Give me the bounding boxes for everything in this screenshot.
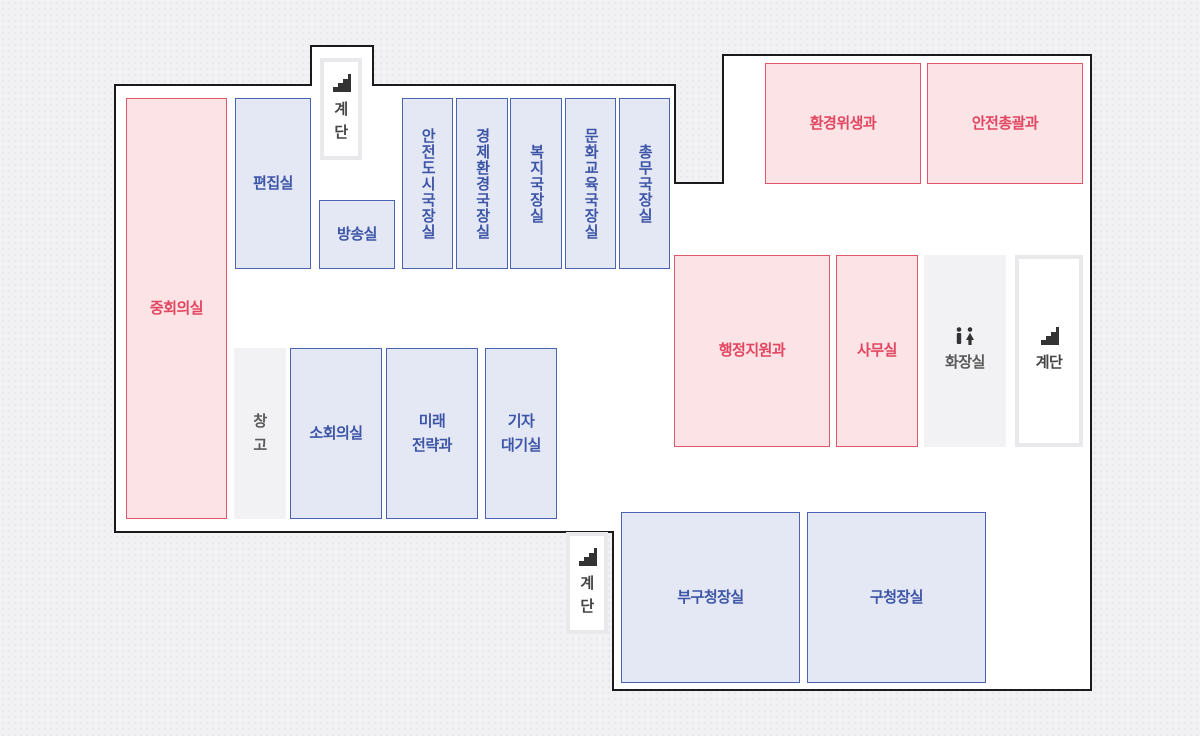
room-label: 구청장실: [869, 587, 924, 606]
stairs-icon: [1041, 327, 1059, 346]
room-label: 행정지원과: [718, 341, 786, 360]
room-label: 경제환경국장실: [473, 127, 492, 240]
room-label: 총무국장실: [636, 143, 655, 224]
room-safety-director[interactable]: 안전도시국장실: [402, 98, 453, 269]
room-safety-dept[interactable]: 안전총괄과: [927, 63, 1083, 184]
room-deputy-mayor[interactable]: 부구청장실: [621, 512, 800, 683]
room-environment-dept[interactable]: 환경위생과: [765, 63, 921, 184]
room-office[interactable]: 사무실: [836, 255, 918, 447]
room-admin-support[interactable]: 행정지원과: [674, 255, 830, 447]
room-storage[interactable]: 창 고: [234, 348, 286, 519]
stairs-bottom[interactable]: 계 단: [566, 532, 608, 634]
room-label: 복지국장실: [527, 143, 546, 224]
room-label: 계 단: [334, 99, 348, 141]
room-broadcast[interactable]: 방송실: [319, 200, 395, 269]
room-label: 창 고: [253, 412, 267, 454]
room-mayor[interactable]: 구청장실: [807, 512, 986, 683]
room-label: 계 단: [580, 573, 594, 615]
room-economy-director[interactable]: 경제환경국장실: [456, 98, 508, 269]
room-label: 문화교육국장실: [582, 127, 601, 240]
stairs-icon: [579, 547, 597, 566]
room-label: 중회의실: [149, 298, 204, 317]
room-general-director[interactable]: 총무국장실: [619, 98, 670, 269]
room-label: 화장실: [945, 353, 985, 372]
room-label: 방송실: [337, 224, 377, 243]
room-welfare-director[interactable]: 복지국장실: [510, 98, 562, 269]
room-label: 편집실: [253, 173, 293, 192]
stairs-icon: [333, 73, 351, 92]
room-conference-mid[interactable]: 중회의실: [126, 98, 227, 519]
room-label: 사무실: [857, 341, 897, 360]
room-label: 안전총괄과: [971, 113, 1039, 132]
room-label: 소회의실: [309, 423, 363, 442]
room-label: 환경위생과: [809, 113, 877, 132]
room-press[interactable]: 기자 대기실: [485, 348, 557, 519]
room-future-strategy[interactable]: 미래 전략과: [386, 348, 478, 519]
restroom-icon: [956, 327, 974, 346]
room-label: 부구청장실: [677, 587, 744, 606]
room-conference-small[interactable]: 소회의실: [290, 348, 382, 519]
room-label: 계단: [1035, 353, 1063, 372]
room-label: 기자 대기실: [501, 412, 541, 454]
room-editing[interactable]: 편집실: [235, 98, 311, 269]
stairs-right[interactable]: 계단: [1015, 255, 1083, 447]
room-label: 미래 전략과: [412, 412, 452, 454]
room-culture-director[interactable]: 문화교육국장실: [565, 98, 616, 269]
room-restroom[interactable]: 화장실: [924, 255, 1006, 447]
stairs-top[interactable]: 계 단: [320, 58, 362, 160]
room-label: 안전도시국장실: [419, 127, 438, 240]
